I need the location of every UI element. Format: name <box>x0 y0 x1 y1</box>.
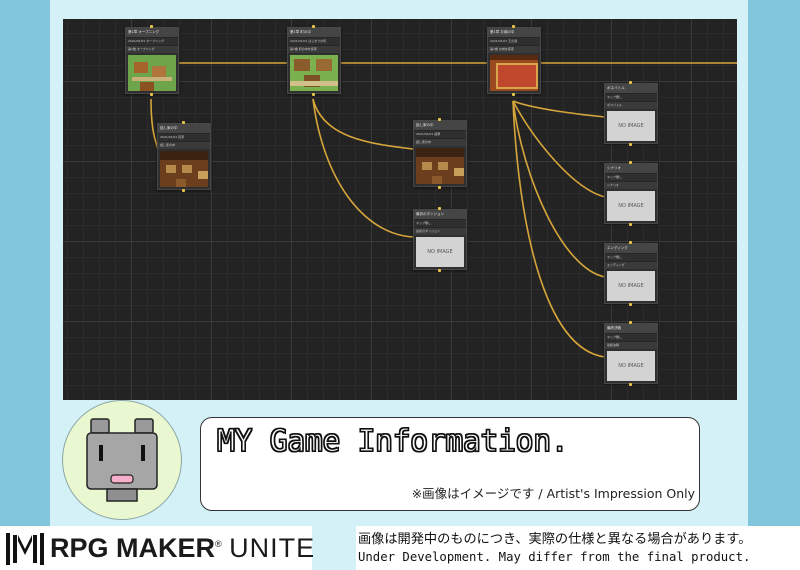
node-field: マップ無し <box>605 173 657 181</box>
right-border <box>748 0 800 570</box>
input-port[interactable] <box>150 25 153 28</box>
node-field: 話し家の中 <box>414 138 466 146</box>
wire-n3-n10 <box>512 100 606 358</box>
input-port[interactable] <box>629 321 632 324</box>
map-thumbnail <box>416 148 464 184</box>
node-title: 最終決戦 <box>605 324 657 333</box>
node-field: 2021/01/01 民家 <box>158 133 210 141</box>
output-port[interactable] <box>150 93 153 96</box>
logo-wordmark: RPG MAKER® UNITE <box>50 533 315 564</box>
event-node[interactable]: 第1章 オープニング 2021/01/01 オープニング 第1章 オープニング <box>125 25 179 96</box>
output-port[interactable] <box>629 303 632 306</box>
output-port[interactable] <box>182 189 185 192</box>
node-field: 2021/01/01 はじまりの町 <box>288 37 340 45</box>
connection-wires <box>150 62 737 358</box>
wire-n3-n9 <box>512 100 606 278</box>
node-title: 最初のダンジョン <box>414 210 466 219</box>
node-field: エンディング <box>605 261 657 269</box>
input-port[interactable] <box>438 118 441 121</box>
no-image-placeholder: NO IMAGE <box>607 111 655 141</box>
node-field: マップ無し <box>605 253 657 261</box>
node-field: 最初のダンジョン <box>414 227 466 235</box>
wire-n3-n7 <box>512 100 606 118</box>
node-field: マップ無し <box>605 93 657 101</box>
event-node[interactable]: エンディング マップ無し エンディング NO IMAGE <box>604 241 658 306</box>
output-port[interactable] <box>438 186 441 189</box>
mascot-avatar <box>62 400 182 520</box>
event-node[interactable]: シナリオ マップ無し シナリオ NO IMAGE <box>604 161 658 226</box>
logo-registered-mark: ® <box>215 539 222 549</box>
no-image-placeholder: NO IMAGE <box>416 237 464 267</box>
input-port[interactable] <box>629 241 632 244</box>
output-port[interactable] <box>312 93 315 96</box>
node-field: 第1章 お城を探索 <box>488 45 540 53</box>
event-node[interactable]: 最初のダンジョン マップ無し 最初のダンジョン NO IMAGE <box>413 207 467 272</box>
no-image-placeholder: NO IMAGE <box>607 271 655 301</box>
rpg-maker-logo: RPG MAKER® UNITE <box>0 526 315 570</box>
info-title: MY Game Information. <box>216 423 569 459</box>
node-title: シナリオ <box>605 164 657 173</box>
event-node[interactable]: 最終決戦 マップ無し 最終決戦 NO IMAGE <box>604 321 658 386</box>
rpg-maker-emblem-icon <box>6 533 44 565</box>
node-field: 第1章 オープニング <box>126 45 178 53</box>
event-node[interactable]: 第1章 お城の中 2021/01/01 王の間 第1章 お城を探索 <box>487 25 541 96</box>
wire-n2-n5 <box>312 98 414 150</box>
no-image-placeholder: NO IMAGE <box>607 191 655 221</box>
no-image-placeholder: NO IMAGE <box>607 351 655 381</box>
node-graph-editor[interactable]: 第1章 オープニング 2021/01/01 オープニング 第1章 オープニング … <box>63 19 737 400</box>
disclaimer: 画像は開発中のものにつき、実際の仕様と異なる場合があります。 Under Dev… <box>356 526 800 570</box>
input-port[interactable] <box>312 25 315 28</box>
logo-sub: UNITE <box>229 533 316 563</box>
node-title: 第1章 町の中 <box>288 28 340 37</box>
node-title: 第1章 お城の中 <box>488 28 540 37</box>
disclaimer-en: Under Development. May differ from the f… <box>358 550 751 564</box>
node-field: ボスバトル <box>605 101 657 109</box>
map-thumbnail <box>290 55 338 91</box>
image-note: ※画像はイメージです / Artist's Impression Only <box>411 486 695 501</box>
node-title: 第1章 オープニング <box>126 28 178 37</box>
map-thumbnail <box>128 55 176 91</box>
input-port[interactable] <box>629 161 632 164</box>
node-field: 話し家の中 <box>158 141 210 149</box>
output-port[interactable] <box>629 143 632 146</box>
node-field: マップ無し <box>414 219 466 227</box>
node-field: マップ無し <box>605 333 657 341</box>
map-thumbnail <box>160 151 208 187</box>
output-port[interactable] <box>438 269 441 272</box>
disclaimer-jp: 画像は開発中のものにつき、実際の仕様と異なる場合があります。 <box>358 532 752 547</box>
input-port[interactable] <box>512 25 515 28</box>
input-port[interactable] <box>438 207 441 210</box>
input-port[interactable] <box>629 81 632 84</box>
logo-main: RPG MAKER <box>50 533 216 563</box>
left-border <box>0 0 50 570</box>
node-title: 話し家の中 <box>414 121 466 130</box>
node-title: 話し家の中 <box>158 124 210 133</box>
output-port[interactable] <box>629 383 632 386</box>
node-title: ボスバトル <box>605 84 657 93</box>
event-node[interactable]: 第1章 町の中 2021/01/01 はじまりの町 第1章 町の中を探索 <box>287 25 341 96</box>
node-title: エンディング <box>605 244 657 253</box>
node-field: 最終決戦 <box>605 341 657 349</box>
node-field: シナリオ <box>605 181 657 189</box>
output-port[interactable] <box>512 93 515 96</box>
event-node[interactable]: 話し家の中 2021/01/01 民家 話し家の中 <box>157 121 211 192</box>
node-field: 第1章 町の中を探索 <box>288 45 340 53</box>
input-port[interactable] <box>182 121 185 124</box>
info-panel: MY Game Information. ※画像はイメージです / Artist… <box>200 417 700 511</box>
wire-n3-n8 <box>512 100 606 198</box>
node-field: 2021/01/01 オープニング <box>126 37 178 45</box>
event-node[interactable]: ボスバトル マップ無し ボスバトル NO IMAGE <box>604 81 658 146</box>
event-node[interactable]: 話し家の中 2021/01/01 宿屋 話し家の中 <box>413 118 467 189</box>
robot-mascot-icon <box>86 418 158 502</box>
output-port[interactable] <box>629 223 632 226</box>
map-thumbnail <box>490 55 538 91</box>
wire-n2-n6 <box>312 98 414 238</box>
node-field: 2021/01/01 宿屋 <box>414 130 466 138</box>
node-field: 2021/01/01 王の間 <box>488 37 540 45</box>
